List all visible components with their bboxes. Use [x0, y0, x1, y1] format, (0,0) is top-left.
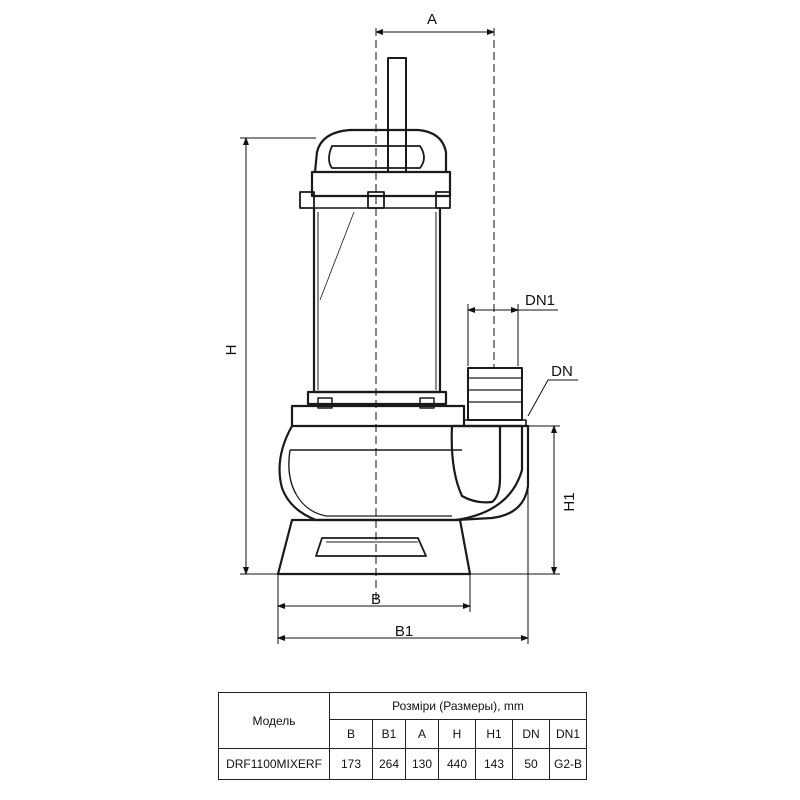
label-A: A — [427, 11, 437, 28]
table-row: DRF1100MIXERF 173 264 130 440 143 50 G2-… — [218, 748, 587, 780]
col-H1: H1 — [475, 719, 513, 749]
label-B1: B1 — [395, 623, 413, 640]
label-B: B — [371, 591, 381, 608]
cell-DN1: G2-B — [549, 748, 587, 780]
col-DN1: DN1 — [549, 719, 587, 749]
column-headers: B B1 A H H1 DN DN1 — [219, 719, 587, 749]
casing-rim — [290, 404, 466, 428]
handle-grip — [328, 145, 425, 169]
discharge-nozzle — [467, 367, 523, 421]
label-DN: DN — [551, 363, 573, 380]
dims-header: Розміри (Размеры), mm — [329, 692, 587, 720]
label-H1: H1 — [561, 492, 578, 511]
model-header: Модель — [218, 692, 330, 749]
col-DN: DN — [512, 719, 550, 749]
label-DN1: DN1 — [525, 292, 555, 309]
handle — [313, 128, 448, 173]
cell-A: 130 — [405, 748, 439, 780]
bolt-right — [435, 191, 451, 209]
cable-tube — [387, 57, 407, 173]
specs-table: Модель Розміри (Размеры), mm B B1 A H H1… — [218, 692, 587, 780]
cell-B: 173 — [329, 748, 373, 780]
label-H: H — [223, 345, 240, 356]
cell-model: DRF1100MIXERF — [218, 748, 330, 780]
cell-H: 440 — [438, 748, 476, 780]
motor-housing — [312, 208, 442, 394]
pump-stand — [276, 518, 472, 576]
col-A: A — [405, 719, 439, 749]
motor-bottom-flange — [306, 390, 448, 406]
col-H: H — [438, 719, 476, 749]
cell-DN: 50 — [512, 748, 550, 780]
col-B: B — [329, 719, 373, 749]
bolt-left — [299, 191, 315, 209]
stand-window — [315, 537, 427, 557]
leader-DN — [527, 379, 578, 417]
discharge-elbow — [450, 424, 530, 522]
pump-body — [276, 57, 530, 576]
dimension-lines — [240, 28, 578, 644]
cell-B1: 264 — [372, 748, 406, 780]
cell-H1: 143 — [475, 748, 513, 780]
col-B1: B1 — [372, 719, 406, 749]
dimension-labels: A H H1 B B1 DN1 DN — [223, 11, 578, 640]
pump-dimension-drawing: A H H1 B B1 DN1 DN — [223, 11, 578, 644]
volute-casing — [278, 424, 524, 522]
